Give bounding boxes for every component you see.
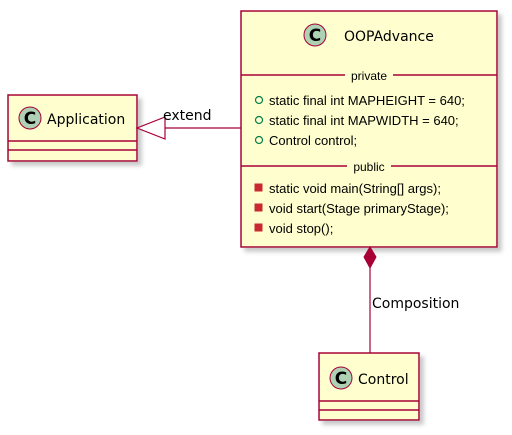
class-application-name: Application	[47, 112, 125, 128]
relation-composition[interactable]: Composition	[363, 246, 459, 353]
svg-text:C: C	[24, 109, 36, 129]
svg-text:C: C	[309, 26, 321, 46]
class-oopadvance[interactable]: C OOPAdvance private static final int MA…	[240, 10, 498, 248]
generalization-arrowhead	[135, 116, 166, 140]
composition-diamond	[363, 246, 377, 270]
relation-extend[interactable]: extend	[135, 108, 241, 140]
class-control[interactable]: C Control	[318, 352, 420, 421]
member-row: void start(Stage primaryStage);	[254, 201, 449, 216]
member-row: static final int MAPWIDTH = 640;	[254, 113, 459, 128]
member-text: Control control;	[269, 133, 357, 148]
class-oopadvance-box	[240, 10, 498, 248]
member-row: static void main(String[] args);	[254, 181, 441, 196]
class-control-name: Control	[358, 372, 409, 388]
composition-label: Composition	[372, 296, 459, 312]
public-visibility-icon	[254, 95, 264, 105]
member-text: static final int MAPHEIGHT = 640;	[269, 93, 465, 108]
class-oopadvance-name: OOPAdvance	[344, 29, 434, 45]
member-row: void stop();	[254, 221, 333, 236]
private-visibility-icon	[254, 183, 263, 192]
member-text: static final int MAPWIDTH = 640;	[269, 113, 459, 128]
class-control-stereotype-icon: C	[329, 366, 353, 390]
member-row: Control control;	[254, 133, 357, 148]
public-visibility-icon	[254, 135, 264, 145]
member-text: void start(Stage primaryStage);	[269, 201, 449, 216]
member-text: void stop();	[269, 221, 333, 236]
member-text: static void main(String[] args);	[269, 181, 441, 196]
extend-label: extend	[163, 108, 212, 124]
class-oopadvance-stereotype-icon: C	[303, 23, 327, 47]
class-application[interactable]: C Application	[7, 94, 138, 162]
section-label-public: public	[353, 160, 384, 174]
private-visibility-icon	[254, 223, 263, 232]
private-visibility-icon	[254, 203, 263, 212]
member-row: static final int MAPHEIGHT = 640;	[254, 93, 465, 108]
section-label-private: private	[351, 69, 387, 83]
class-application-stereotype-icon: C	[18, 106, 42, 130]
public-visibility-icon	[254, 115, 264, 125]
svg-text:C: C	[335, 369, 347, 389]
